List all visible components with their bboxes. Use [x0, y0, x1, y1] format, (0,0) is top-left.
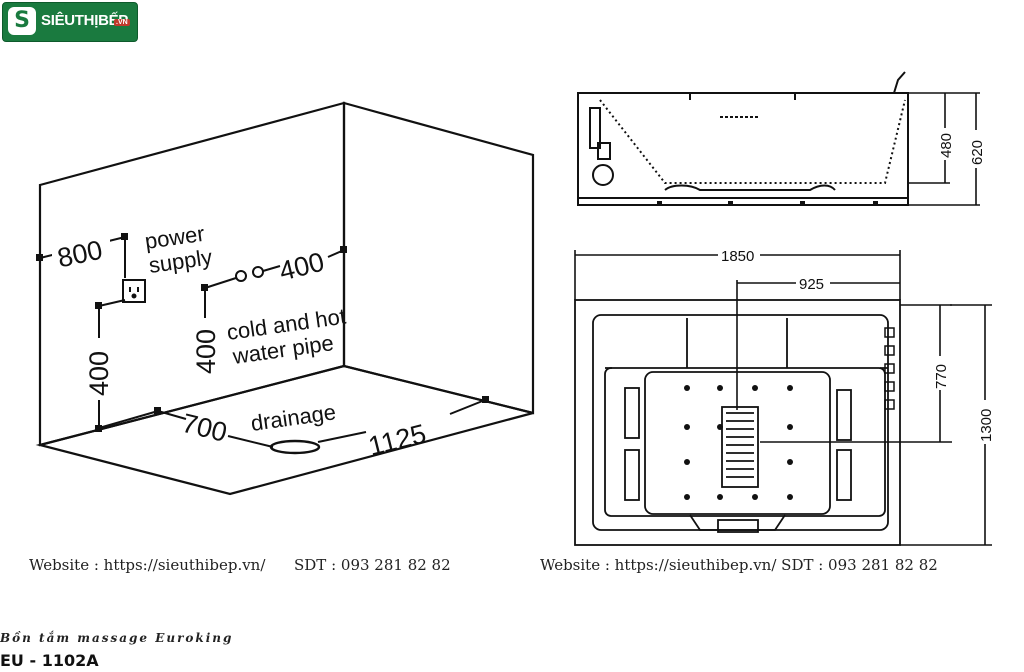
top-dim-half-length: 925 — [799, 276, 824, 293]
dim-power-height — [95, 240, 126, 432]
product-line: Bồn tắm massage Euroking — [0, 631, 234, 645]
logo-mark-icon: S — [8, 7, 36, 35]
dim-pipe-height-label: 400 — [191, 329, 221, 374]
top-dim-bg-d — [975, 400, 995, 444]
water-pipe-icon — [204, 266, 264, 289]
top-dim-bg-b — [796, 274, 830, 292]
power-socket-icon — [122, 279, 146, 303]
room-perspective — [35, 101, 535, 496]
dim-400-bg-a — [86, 338, 114, 400]
top-dim-bg-a — [718, 246, 760, 264]
footer-left-website[interactable]: Website : https://sieuthibep.vn/ — [29, 556, 266, 574]
site-logo[interactable]: S SIÊUTHỊBẾP .VN — [2, 2, 138, 42]
side-dim-bg-b — [966, 130, 986, 168]
dim-pipe-offset-label: 400 — [276, 247, 327, 287]
side-dim-inner-depth: 480 — [938, 133, 955, 158]
logo-text: SIÊUTHỊBẾP — [41, 12, 129, 29]
side-feet — [657, 201, 878, 206]
jet-nozzle-icon — [684, 385, 793, 500]
top-view — [574, 299, 901, 546]
dim-drain — [98, 396, 489, 448]
side-dim-total-height: 620 — [969, 140, 986, 165]
logo-suffix: .VN — [114, 19, 130, 26]
footer-right-text: Website : https://sieuthibep.vn/ SDT : 0… — [540, 556, 938, 574]
top-dim-length: 1850 — [721, 248, 754, 265]
dim-pipe-offset — [262, 246, 347, 272]
dim-drain-right-label: 1125 — [365, 418, 429, 461]
side-dim-bg-a — [935, 128, 955, 160]
side-view — [577, 71, 909, 206]
drainage-label: drainage — [249, 399, 337, 436]
dim-drain-left-label: 700 — [179, 408, 230, 448]
room-floor — [35, 364, 534, 496]
dim-800-bg — [52, 236, 110, 266]
drain-icon — [269, 439, 321, 455]
dim-power-height-label: 400 — [84, 351, 114, 396]
top-dim-width: 1300 — [978, 409, 995, 442]
top-dim-bg-c — [930, 356, 950, 390]
control-panel-icon — [884, 327, 895, 410]
footer-left-phone: SDT : 093 281 82 82 — [294, 556, 451, 574]
dim-400-bg-b — [192, 318, 220, 376]
product-model: EU - 1102A — [0, 651, 99, 670]
top-dim-770: 770 — [933, 364, 950, 389]
room-right-wall — [342, 101, 535, 415]
side-dimensions — [908, 92, 980, 206]
headrest-icon — [624, 387, 640, 439]
